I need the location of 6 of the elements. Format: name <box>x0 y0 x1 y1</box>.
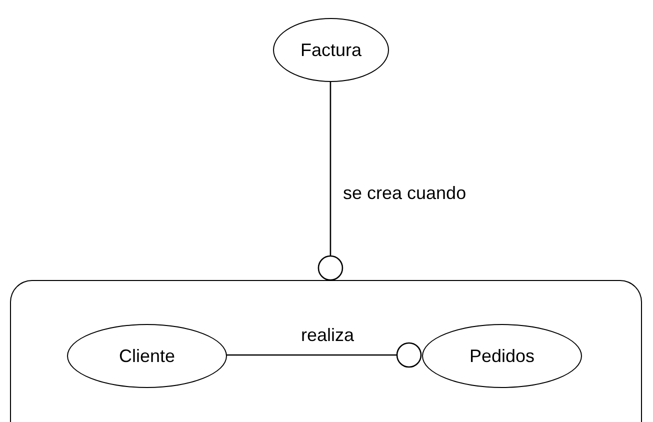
node-label: Pedidos <box>469 346 535 366</box>
connector-line <box>318 82 344 281</box>
node-label: Factura <box>300 40 362 60</box>
connector-line <box>226 342 422 368</box>
group-frame <box>10 280 642 422</box>
node-label: Cliente <box>118 346 176 366</box>
